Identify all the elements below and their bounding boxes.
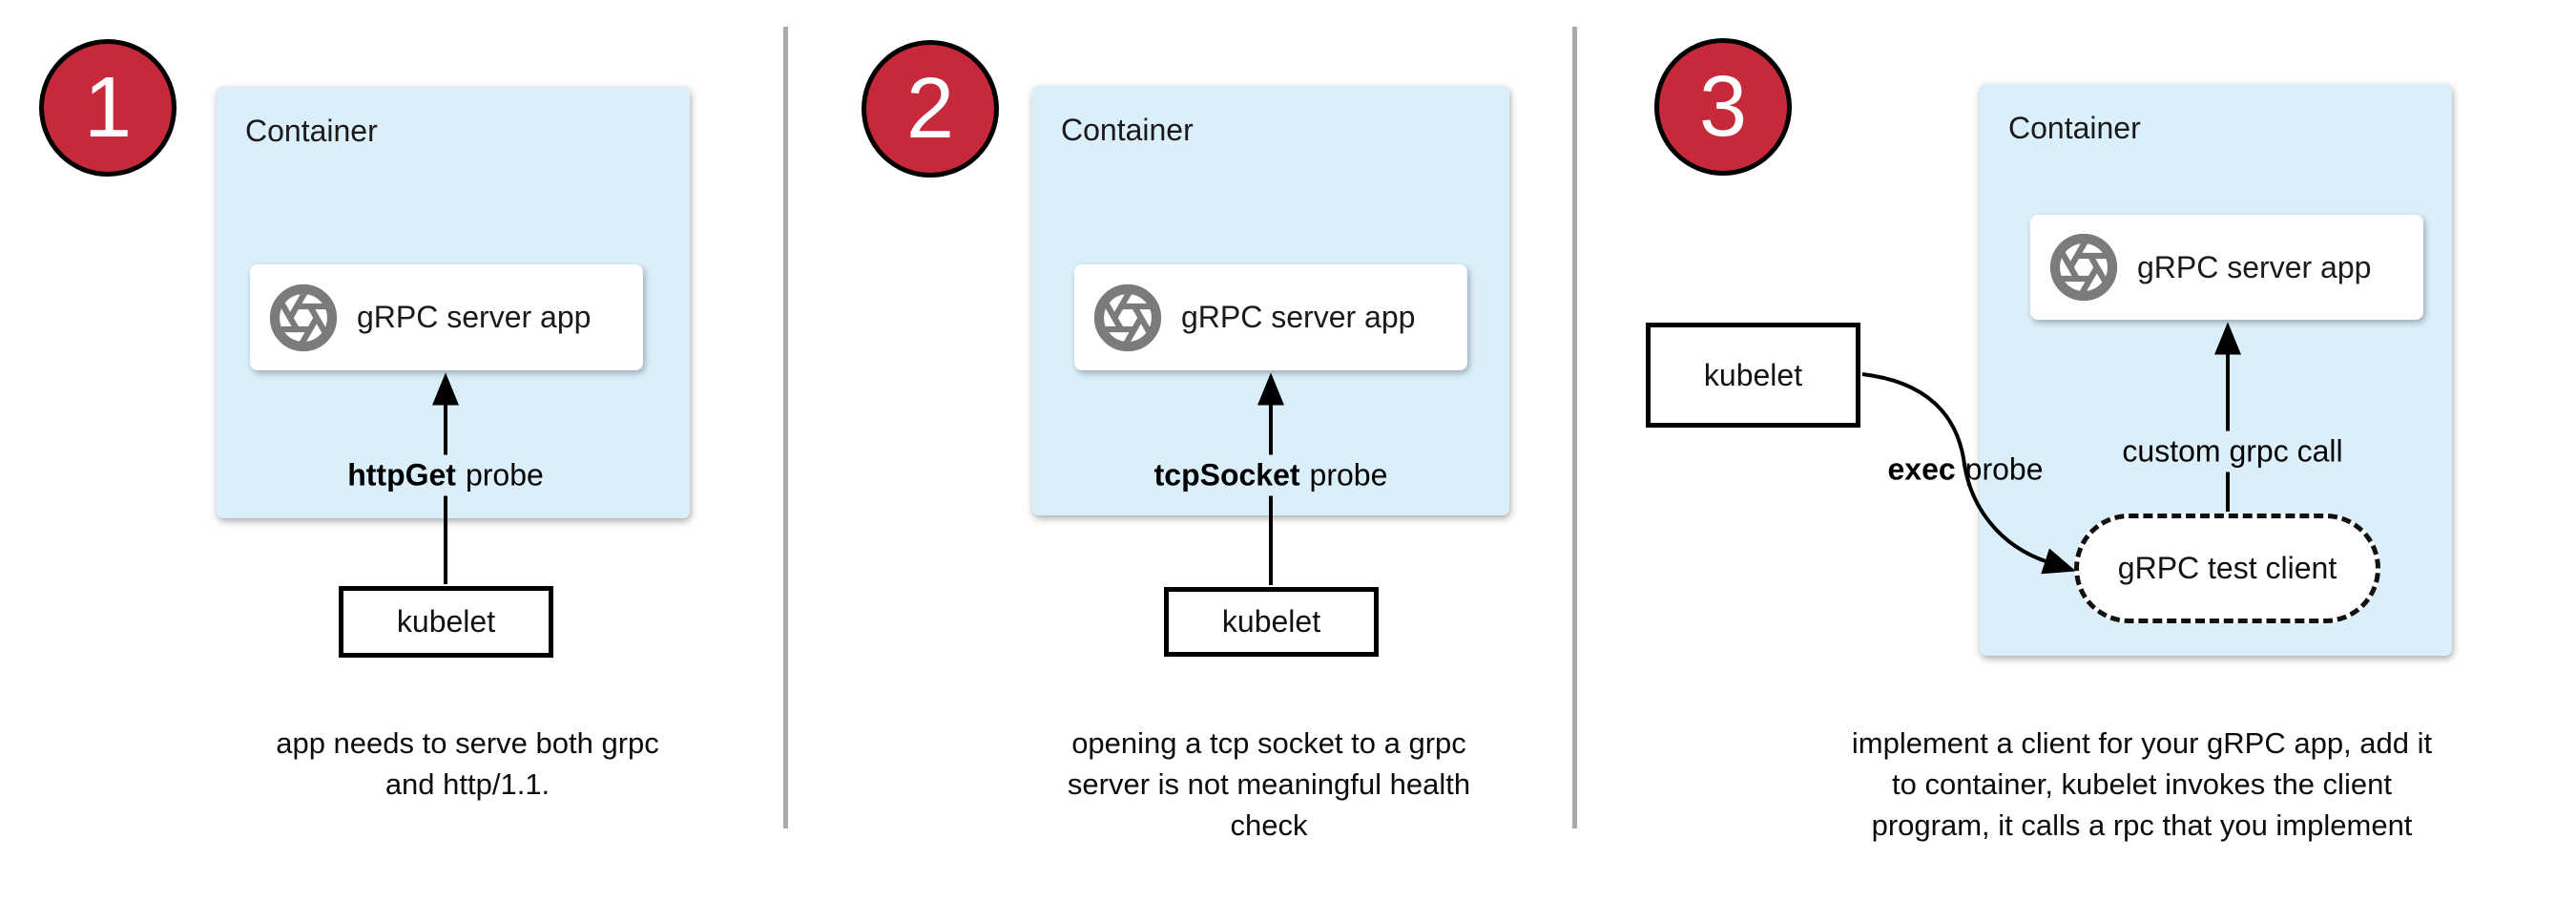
step-badge-2: 2: [862, 40, 999, 178]
kubelet-label: kubelet: [1703, 357, 1803, 392]
step-number: 2: [905, 61, 955, 157]
grpc-server-app-label: gRPC server app: [1181, 300, 1416, 334]
aperture-icon: [2049, 233, 2118, 302]
grpc-server-app-box-1: gRPC server app: [250, 264, 643, 370]
grpc-server-app-box-3: gRPC server app: [2030, 215, 2423, 320]
kubelet-box-2: kubelet: [1164, 587, 1379, 657]
grpc-test-client-label: gRPC test client: [2117, 551, 2337, 585]
grpc-server-app-label: gRPC server app: [357, 300, 592, 334]
step-badge-3: 3: [1654, 38, 1792, 176]
caption-line: server is not meaningful health: [1067, 767, 1471, 801]
caption-line: and http/1.1.: [384, 767, 551, 801]
caption-line: opening a tcp socket to a grpc: [1071, 726, 1466, 760]
step-number: 1: [83, 60, 133, 156]
step-badge-1: 1: [39, 39, 177, 177]
caption-line: program, it calls a rpc that you impleme…: [1871, 808, 2413, 842]
step-number: 3: [1698, 59, 1748, 155]
container-label: Container: [1061, 113, 1194, 147]
panel-caption-2: opening a tcp socket to a grpc server is…: [887, 723, 1651, 846]
caption-line: check: [1230, 808, 1308, 842]
container-label: Container: [2008, 111, 2141, 145]
container-label: Container: [245, 114, 378, 148]
kubelet-label: kubelet: [396, 604, 496, 639]
kubelet-box-3: kubelet: [1646, 323, 1860, 428]
aperture-icon: [1093, 283, 1162, 352]
kubelet-label: kubelet: [1221, 604, 1321, 639]
panel-caption-3: implement a client for your gRPC app, ad…: [1760, 723, 2524, 846]
grpc-server-app-label: gRPC server app: [2137, 249, 2372, 284]
kubelet-box-1: kubelet: [339, 586, 553, 658]
caption-line: implement a client for your gRPC app, ad…: [1851, 726, 2433, 760]
panel-caption-1: app needs to serve both grpc and http/1.…: [86, 723, 849, 805]
custom-grpc-call-label: custom grpc call: [2114, 430, 2351, 472]
panel-divider-1: [783, 27, 788, 829]
caption-line: to container, kubelet invokes the client: [1892, 767, 2392, 801]
grpc-test-client-box: gRPC test client: [2074, 514, 2380, 623]
panel-divider-2: [1572, 27, 1577, 829]
caption-line: app needs to serve both grpc: [276, 726, 659, 760]
grpc-server-app-box-2: gRPC server app: [1074, 264, 1467, 370]
aperture-icon: [269, 283, 338, 352]
